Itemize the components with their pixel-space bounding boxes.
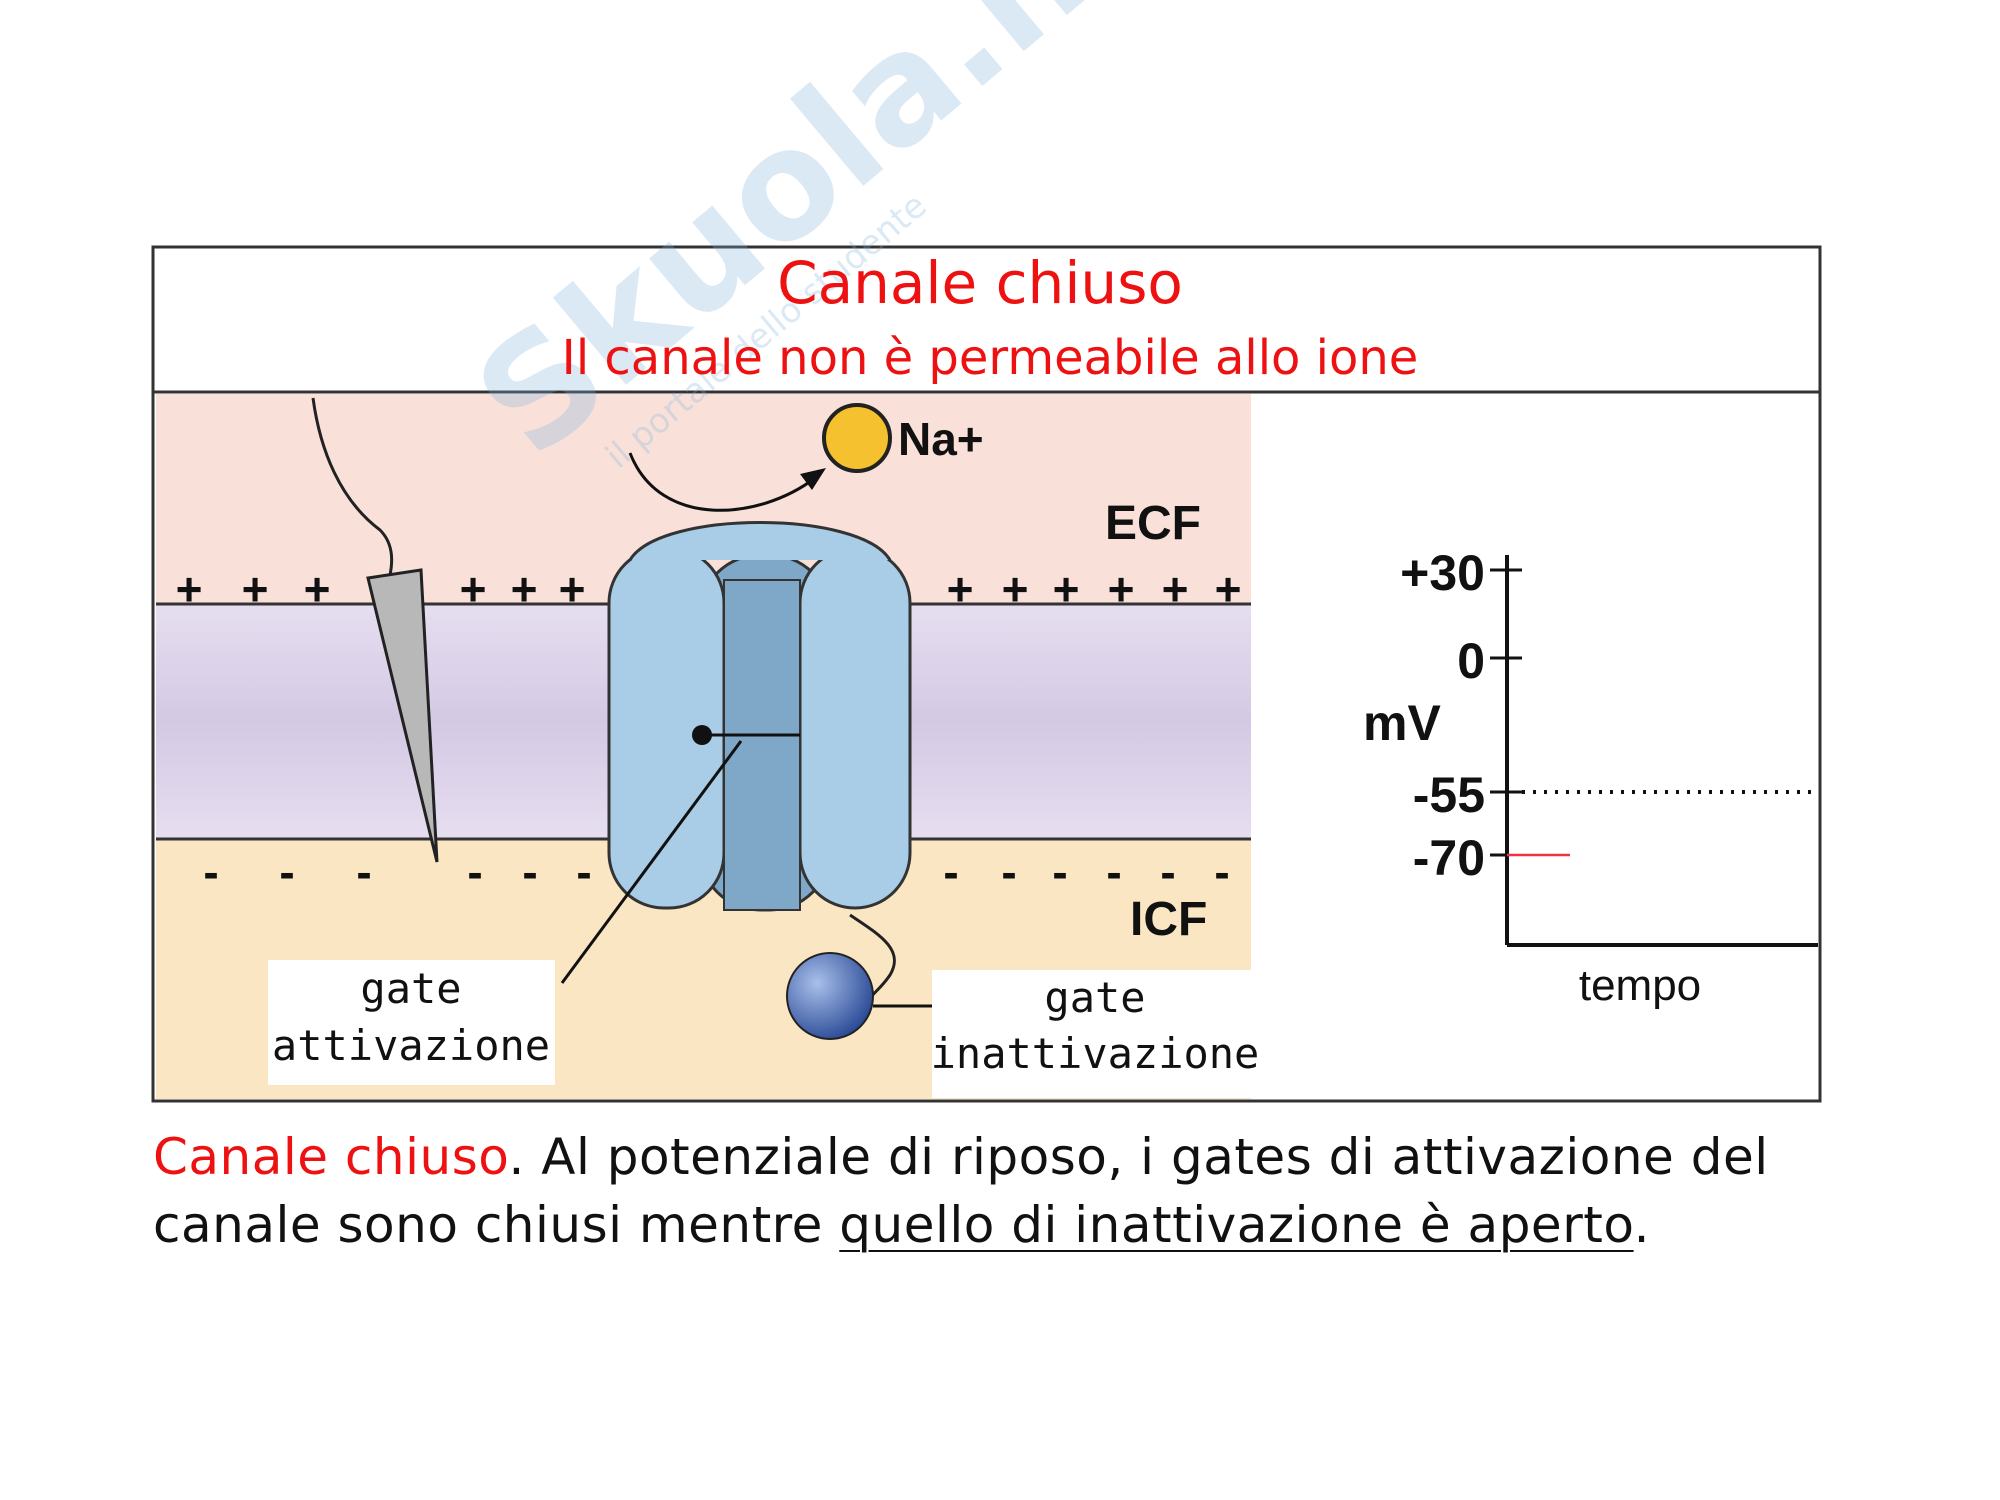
tick-label: 0 [1457,633,1485,689]
positive-charge-sign: + [1108,563,1135,615]
positive-charges: + + + + + + + + + + + + [176,563,1242,615]
positive-charge-sign: + [304,563,331,615]
positive-charge-sign: + [1162,563,1189,615]
x-axis-label: tempo [1579,961,1701,1010]
negative-charge-sign: - [279,846,294,898]
caption-line-1: Canale chiuso. Al potenziale di riposo, … [153,1128,1853,1186]
gate-inactivation-label-box [932,970,1251,1098]
tick-label: -70 [1413,830,1485,886]
caption-text-1: . Al potenziale di riposo, i gates di at… [508,1128,1769,1186]
positive-charge-sign: + [460,563,487,615]
negative-charge-sign: - [522,846,537,898]
positive-charge-sign: + [1002,563,1029,615]
electrode-wire [311,397,394,576]
caption-lead: Canale chiuso [153,1128,509,1186]
negative-charge-sign: - [356,846,371,898]
icf-label: ICF [1130,893,1207,946]
positive-charge-sign: + [176,563,203,615]
negative-charge-sign: - [943,846,958,898]
negative-charge-sign: - [1001,846,1016,898]
tick-label: +30 [1400,545,1485,601]
gate-inactivation-label-line1: gate [1044,973,1145,1022]
negative-charge-sign: - [1160,846,1175,898]
negative-charges: ------------ [203,846,1229,898]
caption-text-2: canale sono chiusi mentre [153,1196,840,1254]
y-axis-label: mV [1363,695,1441,751]
positive-charge-sign: + [242,563,269,615]
negative-charge-sign: - [467,846,482,898]
sodium-channel-icon [607,521,912,912]
figure-title: Canale chiuso [777,249,1183,317]
negative-charge-sign: - [1106,846,1121,898]
negative-charge-sign: - [576,846,591,898]
ion-flow-arrow [628,452,816,512]
tick-label: -55 [1413,767,1485,823]
gate-inactivation-label-line2: inattivazione [931,1029,1260,1078]
electrode-icon [366,568,439,863]
gate-activation-label-line2: attivazione [272,1021,550,1070]
positive-charge-sign: + [511,563,538,615]
negative-charge-sign: - [1052,846,1067,898]
positive-charge-sign: + [947,563,974,615]
positive-charge-sign: + [559,563,586,615]
caption-underlined: quello di inattivazione è aperto [839,1196,1634,1254]
membrane-potential-graph: +30 0 -55 -70 mV tempo [1363,545,1818,1010]
positive-charge-sign: + [1215,563,1242,615]
gate-activation-label-line1: gate [360,964,461,1013]
activation-gate-pointer [560,740,743,984]
caption-line-2: canale sono chiusi mentre quello di inat… [153,1196,1853,1254]
caption-end: . [1633,1196,1650,1254]
ion-label: Na+ [898,413,984,465]
figure-subtitle: Il canale non è permeabile allo ione [562,330,1419,386]
arrowhead-icon [800,468,826,490]
gate-activation-label-box [268,960,555,1085]
negative-charge-sign: - [203,846,218,898]
positive-charge-sign: + [1053,563,1080,615]
sodium-ion-icon [822,403,892,473]
ecf-label: ECF [1105,497,1201,550]
negative-charge-sign: - [1214,846,1229,898]
inactivation-ball-icon [786,952,874,1040]
